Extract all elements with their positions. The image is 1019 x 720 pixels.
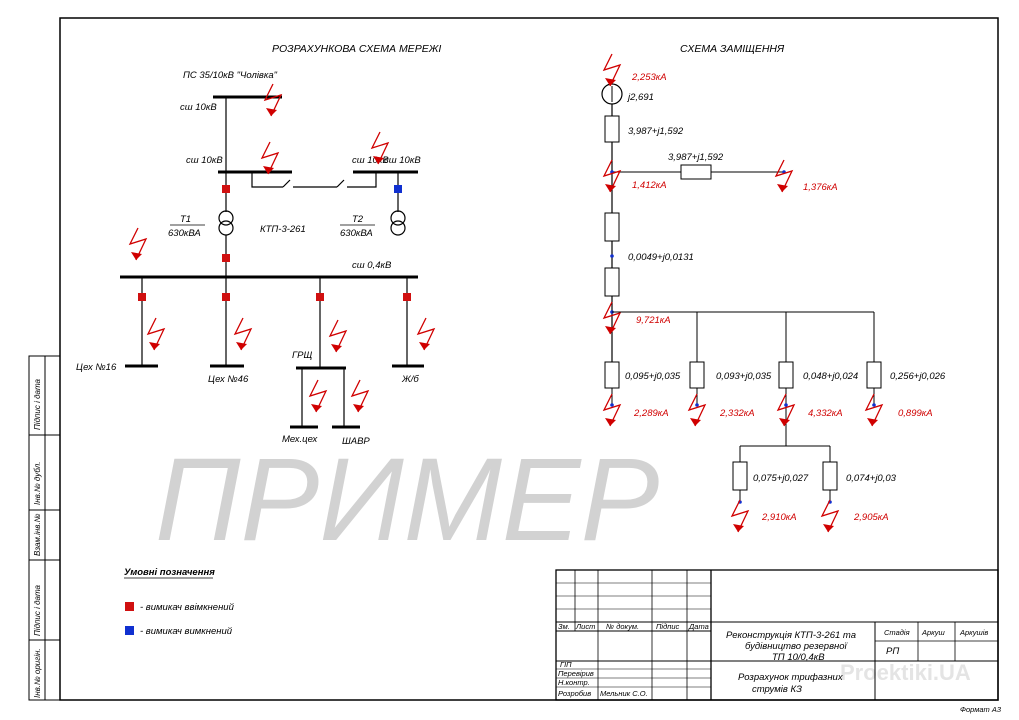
network-schema: ПС 35/10кВ "Чолівка" сш 10кВ сш 10кВ сш … bbox=[76, 70, 435, 447]
fault-bolt bbox=[261, 141, 279, 175]
stamp-col-date: Дата bbox=[688, 622, 709, 631]
fault-bolt bbox=[147, 317, 165, 351]
bus-10kv-2a-label: сш 10кВ bbox=[352, 155, 389, 166]
fault-bolt bbox=[329, 319, 347, 353]
feeder-shavr-label: ШАВР bbox=[342, 436, 370, 447]
format-label: Формат А3 bbox=[960, 705, 1002, 714]
stamp-role-checked: Перевірив bbox=[558, 669, 594, 678]
z-transformer: 0,0049+j0,0131 bbox=[628, 252, 694, 263]
site-watermark: Proektiki.UA bbox=[840, 660, 971, 685]
stamp-col-doc: № докум. bbox=[606, 622, 639, 631]
side-label-4: Підпис і дата bbox=[33, 584, 42, 636]
substation-label: ПС 35/10кВ "Чолівка" bbox=[183, 70, 278, 81]
ikz-k9: 2,905кА bbox=[853, 512, 889, 523]
z-mech: 0,075+j0,027 bbox=[753, 473, 809, 484]
feeder-workshop46-label: Цех №46 bbox=[208, 374, 249, 385]
feeder-residential-label: Ж/б bbox=[401, 374, 419, 385]
stamp-col-sign: Підпис bbox=[656, 622, 680, 631]
grshch-label: ГРЩ bbox=[292, 350, 313, 361]
bus-04kv-label: сш 0,4кВ bbox=[352, 260, 392, 271]
bus-10kv-1-label: сш 10кВ bbox=[186, 155, 223, 166]
legend-on-icon bbox=[125, 602, 134, 611]
breaker-on-icon bbox=[316, 293, 324, 301]
stamp-col-change: Зм. bbox=[558, 622, 570, 631]
breaker-on-icon bbox=[222, 293, 230, 301]
fault-bolt bbox=[775, 159, 793, 193]
ikz-k1: 1,412кА bbox=[632, 180, 667, 191]
z-grshch: 0,048+j0,024 bbox=[803, 371, 858, 382]
fault-bolt bbox=[731, 499, 749, 533]
equivalent-circuit: 2,253кА j2,691 3,987+j1,592 3,987+j1,592… bbox=[601, 53, 946, 533]
side-label-3: Взам.інв.№ bbox=[33, 513, 42, 556]
ikz-k4: 2,289кА bbox=[633, 408, 669, 419]
stamp-sheets-header: Аркушів bbox=[959, 628, 988, 637]
legend: Умовні позначення - вимикач ввімкнений -… bbox=[124, 567, 235, 637]
left-schema-title: РОЗРАХУНКОВА СХЕМА МЕРЕЖІ bbox=[272, 43, 441, 55]
legend-off-label: - вимикач вимкнений bbox=[140, 626, 233, 637]
bus-10kv-top-label: сш 10кВ bbox=[180, 102, 217, 113]
project-title-2: будівництво резервної bbox=[745, 641, 849, 652]
z-line-2: 3,987+j1,592 bbox=[668, 152, 724, 163]
stamp-stage-header: Стадія bbox=[884, 628, 910, 637]
feeder-mech-label: Мех.цех bbox=[282, 434, 318, 445]
fault-bolt bbox=[309, 379, 327, 413]
fault-bolt bbox=[417, 317, 435, 351]
fault-bolt bbox=[351, 379, 369, 413]
fault-bolt bbox=[821, 499, 839, 533]
side-label-5: Інв.№ оригін. bbox=[33, 648, 42, 698]
breaker-on-icon bbox=[222, 254, 230, 262]
ikz-k6: 4,332кА bbox=[808, 408, 843, 419]
fault-bolt bbox=[603, 53, 621, 87]
breaker-on-icon bbox=[403, 293, 411, 301]
z-workshop46: 0,093+j0,035 bbox=[716, 371, 772, 382]
breaker-off-icon bbox=[394, 185, 402, 193]
side-label-2: Інв.№ дубл. bbox=[33, 462, 42, 505]
legend-on-label: - вимикач ввімкнений bbox=[140, 602, 235, 613]
ikz-k2: 1,376кА bbox=[803, 182, 838, 193]
sheet-title-1: Розрахунок трифазних bbox=[738, 672, 844, 683]
legend-off-icon bbox=[125, 626, 134, 635]
right-schema-title: СХЕМА ЗАМІЩЕННЯ bbox=[680, 43, 785, 55]
t1-rating: 630кВА bbox=[168, 228, 201, 239]
side-stamp: Підпис і дата Інв.№ дубл. Взам.інв.№ Під… bbox=[28, 355, 61, 701]
sheet-frame bbox=[59, 17, 999, 701]
side-label-1: Підпис і дата bbox=[33, 378, 42, 430]
ktp-label: КТП-3-261 bbox=[260, 224, 306, 235]
sheet-title-2: струмів КЗ bbox=[752, 684, 802, 695]
z-line-1: 3,987+j1,592 bbox=[628, 126, 684, 137]
ikz-k5: 2,332кА bbox=[719, 408, 755, 419]
fault-bolt bbox=[234, 317, 252, 351]
stamp-role-gip: ГІП bbox=[560, 660, 572, 669]
ikz-k7: 0,899кА bbox=[898, 408, 933, 419]
project-title-1: Реконструкція КТП-3-261 та bbox=[726, 630, 856, 641]
fault-bolt bbox=[129, 227, 147, 261]
source-impedance: j2,691 bbox=[626, 92, 654, 103]
title-block: Зм. Лист № докум. Підпис Дата ГІП Переві… bbox=[555, 569, 999, 701]
breaker-on-icon bbox=[222, 185, 230, 193]
t2-rating: 630кВА bbox=[340, 228, 373, 239]
z-workshop16: 0,095+j0,035 bbox=[625, 371, 681, 382]
bus-10kv-2b-label: сш 10кВ bbox=[384, 155, 421, 166]
stamp-developer-name: Мельник С.О. bbox=[600, 689, 648, 698]
ikz-k8: 2,910кА bbox=[761, 512, 797, 523]
z-shavr: 0,074+j0,03 bbox=[846, 473, 897, 484]
t2-label: Т2 bbox=[352, 214, 364, 225]
watermark-text: ПРИМЕР bbox=[155, 434, 659, 566]
stamp-stage-value: РП bbox=[886, 646, 899, 657]
stamp-role-norm: Н.контр. bbox=[558, 678, 590, 687]
ikz-source: 2,253кА bbox=[631, 72, 667, 83]
stamp-sheet-header: Аркуш bbox=[921, 628, 945, 637]
feeder-workshop16-label: Цех №16 bbox=[76, 362, 117, 373]
stamp-col-sheet: Лист bbox=[575, 622, 595, 631]
stamp-role-dev: Розробив bbox=[558, 689, 591, 698]
project-title-3: ТП 10/0,4кВ bbox=[772, 652, 825, 663]
fault-bolt bbox=[264, 83, 282, 117]
legend-title: Умовні позначення bbox=[124, 567, 215, 578]
t1-label: Т1 bbox=[180, 214, 191, 225]
breaker-on-icon bbox=[138, 293, 146, 301]
ikz-k3: 9,721кА bbox=[636, 315, 671, 326]
z-residential: 0,256+j0,026 bbox=[890, 371, 946, 382]
